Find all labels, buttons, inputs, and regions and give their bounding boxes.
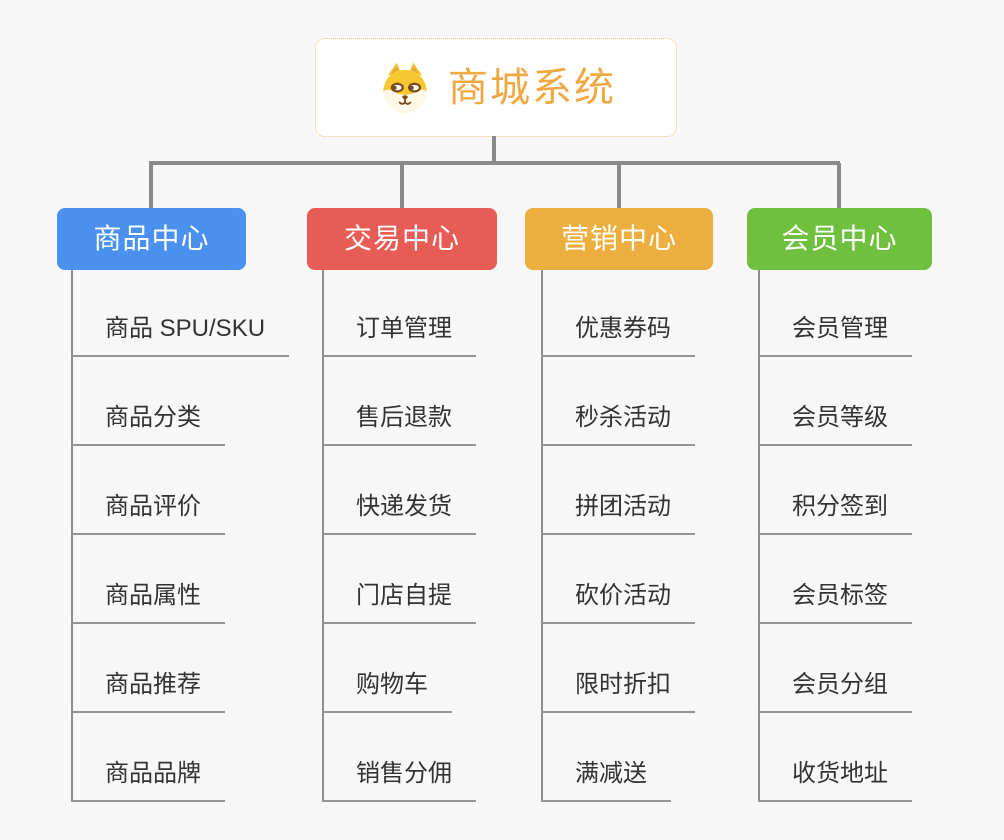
leaf-node[interactable]: 收货地址 (758, 758, 912, 802)
leaf-node[interactable]: 商品评价 (71, 491, 225, 535)
root-title: 商城系统 (448, 65, 616, 110)
leaf-node[interactable]: 销售分佣 (322, 758, 476, 802)
leaf-node[interactable]: 会员等级 (758, 402, 912, 446)
root-node[interactable]: 商城系统 (315, 38, 677, 137)
connector-drop-marketing (617, 163, 621, 209)
leaf-node[interactable]: 优惠券码 (541, 313, 695, 357)
branch-line (71, 270, 73, 801)
leaf-node[interactable]: 会员管理 (758, 313, 912, 357)
leaf-node[interactable]: 商品 SPU/SKU (71, 313, 290, 357)
connector-bus (149, 161, 840, 165)
leaf-node[interactable]: 会员标签 (758, 580, 912, 624)
leaf-node[interactable]: 售后退款 (322, 402, 476, 446)
leaf-node[interactable]: 快递发货 (322, 491, 476, 535)
branch-line (758, 270, 760, 801)
branch-box-marketing-center[interactable]: 营销中心 (525, 208, 713, 270)
leaf-node[interactable]: 订单管理 (322, 313, 476, 357)
leaf-node[interactable]: 会员分组 (758, 669, 912, 713)
leaf-node[interactable]: 限时折扣 (541, 669, 695, 713)
branch-box-trade-center[interactable]: 交易中心 (307, 208, 497, 270)
leaf-node[interactable]: 拼团活动 (541, 491, 695, 535)
leaf-node[interactable]: 商品属性 (71, 580, 225, 624)
leaf-node[interactable]: 满减送 (541, 758, 671, 802)
branch-box-member-center[interactable]: 会员中心 (747, 208, 932, 270)
branch-box-product-center[interactable]: 商品中心 (57, 208, 246, 270)
leaf-node[interactable]: 商品品牌 (71, 758, 225, 802)
branch-line (541, 270, 543, 801)
connector-drop-product (149, 163, 153, 209)
branch-line (322, 270, 324, 801)
leaf-node[interactable]: 门店自提 (322, 580, 476, 624)
leaf-node[interactable]: 砍价活动 (541, 580, 695, 624)
leaf-node[interactable]: 商品推荐 (71, 669, 225, 713)
connector-root-stub (492, 136, 496, 163)
leaf-node[interactable]: 秒杀活动 (541, 402, 695, 446)
leaf-node[interactable]: 购物车 (322, 669, 452, 713)
leaf-node[interactable]: 商品分类 (71, 402, 225, 446)
dog-face-icon (383, 62, 427, 113)
leaf-node[interactable]: 积分签到 (758, 491, 912, 535)
connector-drop-trade (400, 163, 404, 209)
connector-drop-member (837, 163, 841, 209)
